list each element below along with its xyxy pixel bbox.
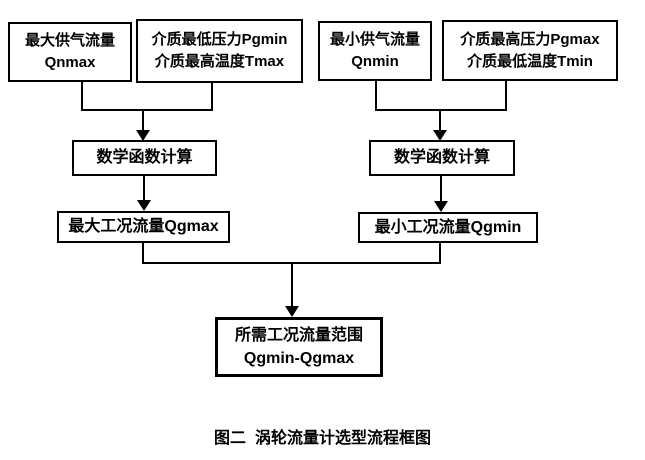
connector-right-merge: [375, 80, 507, 132]
node-required-flow-range-line1: 所需工况流量范围: [234, 326, 363, 344]
node-math-calc-right: 数学函数计算: [369, 140, 515, 176]
node-min-working-flow: 最小工况流量Qgmin: [358, 212, 538, 243]
node-max-pressure-min-temp: 介质最高压力Pgmax 介质最低温度Tmin: [442, 20, 618, 81]
node-max-working-flow: 最大工况流量Qgmax: [57, 211, 230, 243]
arrowhead-qgmax: [137, 200, 151, 211]
node-min-working-flow-label: 最小工况流量Qgmin: [374, 218, 522, 236]
node-min-supply-flow-line1: 最小供气流量: [329, 31, 420, 49]
figure-caption: 图二 涡轮流量计选型流程框图: [214, 430, 431, 447]
node-max-supply-flow-line1: 最大供气流量: [24, 32, 115, 50]
node-max-working-flow-label: 最大工况流量Qgmax: [68, 218, 219, 236]
node-math-calc-left: 数学函数计算: [72, 140, 217, 176]
node-max-temp-line: 介质最高温度Tmax: [154, 53, 285, 70]
node-min-temp-line: 介质最低温度Tmin: [467, 52, 593, 70]
connector-bottom-merge: [142, 242, 441, 308]
arrowhead-result: [285, 306, 299, 317]
node-min-pressure-max-temp: 介质最低压力Pgmin 介质最高温度Tmax: [136, 19, 303, 83]
node-max-supply-flow: 最大供气流量 Qnmax: [8, 22, 132, 82]
node-min-supply-flow-line2: Qnmin: [351, 53, 399, 70]
node-required-flow-range: 所需工况流量范围 Qgmin-Qgmax: [215, 317, 383, 377]
node-min-pressure-line: 介质最低压力Pgmin: [151, 31, 288, 49]
connector-left-merge: [81, 81, 213, 132]
node-max-pressure-line: 介质最高压力Pgmax: [460, 30, 600, 48]
arrowhead-qgmin: [434, 201, 448, 212]
node-max-supply-flow-line2: Qnmax: [44, 54, 96, 71]
node-required-flow-range-line2: Qgmin-Qgmax: [243, 350, 355, 367]
node-math-calc-right-label: 数学函数计算: [393, 149, 490, 167]
node-math-calc-left-label: 数学函数计算: [96, 149, 193, 167]
node-min-supply-flow: 最小供气流量 Qnmin: [318, 21, 432, 81]
